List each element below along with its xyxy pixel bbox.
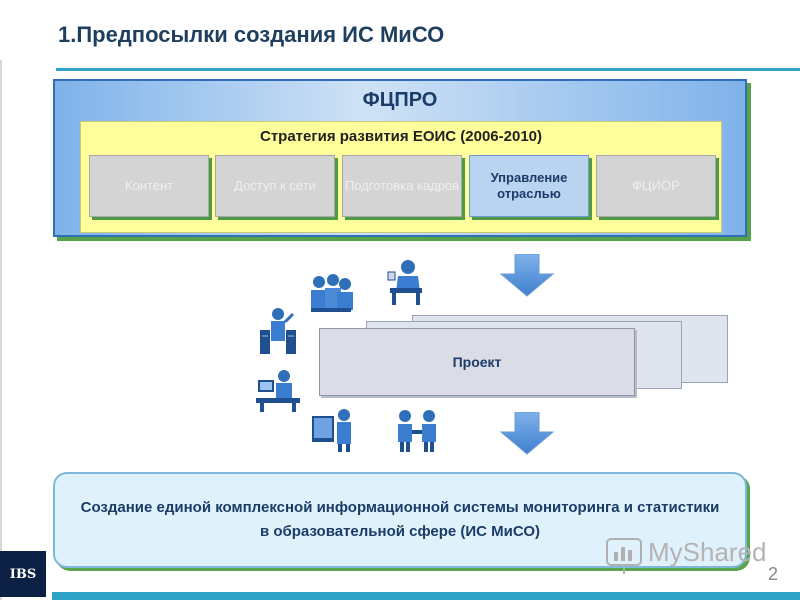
strategy-panel: Стратегия развития ЕОИС (2006-2010) Конт… — [80, 121, 722, 233]
chart-icon — [606, 538, 642, 574]
person-presenting-icon — [312, 409, 351, 452]
direction-label: Подготовка кадров — [344, 178, 460, 194]
watermark-text: MyShared — [648, 537, 767, 567]
ibs-logo: IBS — [0, 551, 46, 597]
slide-title: 1.Предпосылки создания ИС МиСО — [58, 22, 445, 47]
project-label: Проект — [452, 354, 502, 370]
person-at-desk-icon — [387, 260, 422, 305]
direction-fcior[interactable]: ФЦИОР — [596, 155, 716, 217]
direction-label: Управление отраслью — [490, 170, 568, 201]
person-server-icon — [260, 308, 296, 354]
title-rule — [56, 68, 800, 71]
strategy-title: Стратегия развития ЕОИС (2006-2010) — [259, 128, 542, 145]
people-group-icon — [311, 274, 353, 312]
project-sheet-front: Проект — [319, 328, 635, 396]
arrow-down-icon — [499, 412, 555, 455]
left-accent-line — [0, 60, 2, 600]
fcpro-title: ФЦПРО — [362, 89, 438, 111]
bottom-bar — [52, 592, 800, 600]
page-number: 2 — [768, 564, 779, 584]
direction-industry-management[interactable]: Управление отраслью — [469, 155, 589, 217]
direction-content[interactable]: Контент — [89, 155, 209, 217]
direction-staff-training[interactable]: Подготовка кадров — [342, 155, 462, 217]
result-text: Создание единой комплексной информационн… — [80, 499, 720, 540]
fcpro-panel: ФЦПРО Стратегия развития ЕОИС (2006-2010… — [53, 79, 747, 237]
person-computer-icon — [256, 370, 300, 412]
direction-label: Доступ к сети — [234, 178, 316, 194]
direction-label: ФЦИОР — [632, 178, 680, 194]
arrow-down-icon — [499, 254, 555, 297]
direction-network-access[interactable]: Доступ к сети — [215, 155, 335, 217]
people-handshake-icon — [398, 410, 436, 452]
result-box: Создание единой комплексной информационн… — [53, 472, 747, 568]
direction-label: Контент — [124, 178, 174, 194]
logo-text: IBS — [9, 566, 37, 582]
